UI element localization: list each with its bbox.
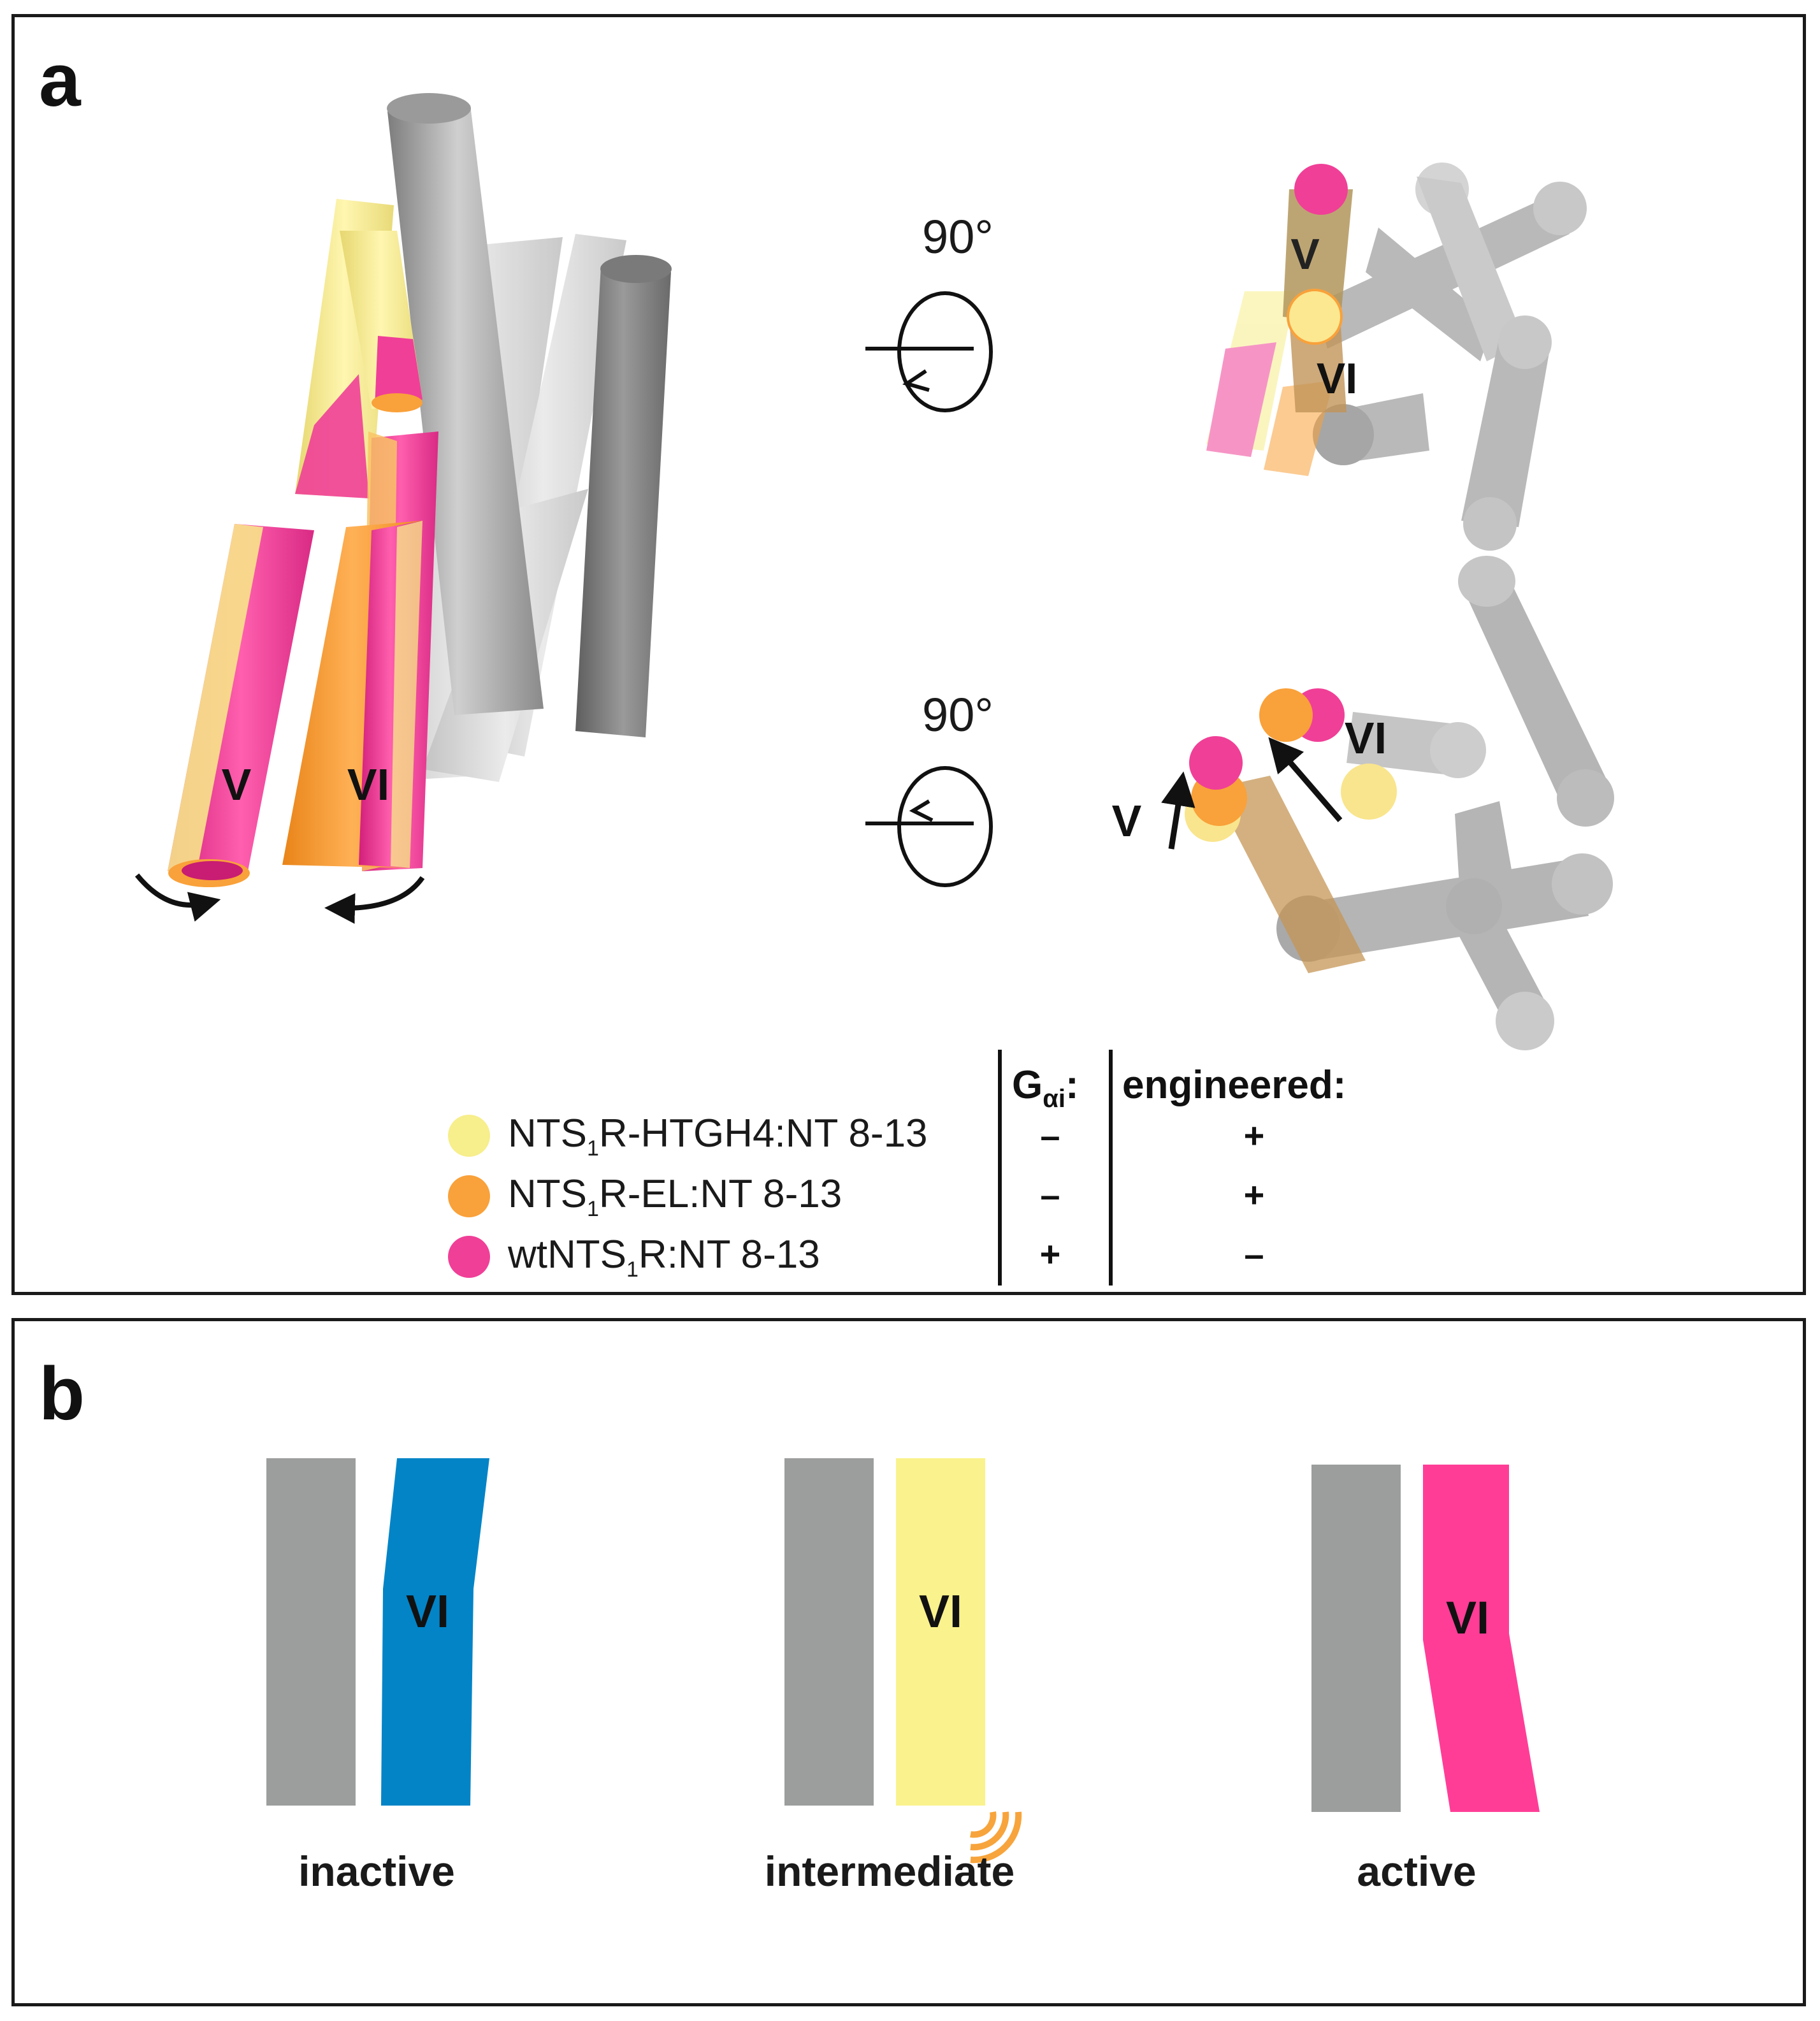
panel-a-figure: V VI 90° 90° bbox=[134, 93, 1614, 1050]
rotation-ellipse-top bbox=[897, 291, 993, 412]
top-helix-gray-4-bottom bbox=[1463, 497, 1517, 551]
top-helix-gray-4-cap bbox=[1498, 315, 1552, 369]
helix-gray-tall-cap bbox=[387, 93, 471, 124]
cell-gai-htgh4: – bbox=[1040, 1115, 1060, 1155]
side-label-v: V bbox=[222, 760, 252, 809]
top-helix-gray-1 bbox=[1315, 192, 1570, 349]
bottom-helix-gray-4-cap bbox=[1446, 878, 1502, 934]
panel-b: b VI VI VI inactive intermediate active bbox=[11, 1318, 1806, 2006]
inactive-vi-label: VI bbox=[406, 1586, 449, 1637]
legend-header-engineered: engineered: bbox=[1122, 1063, 1347, 1107]
helix-dark-right bbox=[575, 266, 671, 737]
rotation-symbol-top: 90° bbox=[865, 210, 993, 412]
state-inactive: VI bbox=[266, 1458, 489, 1806]
intermediate-gray-helix bbox=[784, 1458, 874, 1806]
bottom-helix-gray-2-cap bbox=[1552, 853, 1613, 915]
rotation-arrow-v bbox=[134, 873, 221, 922]
cell-gai-wt: + bbox=[1039, 1234, 1061, 1274]
bottom-helix-gray-5-cap bbox=[1430, 722, 1486, 778]
panel-a: a bbox=[11, 14, 1806, 1295]
state-intermediate: VI bbox=[784, 1458, 1022, 1864]
panel-a-label: a bbox=[39, 38, 81, 122]
rotation-ellipse-bottom bbox=[897, 766, 993, 887]
legend-row-el: NTS1R-EL:NT 8-13 bbox=[448, 1171, 842, 1222]
bottom-helix-gray-1-cap bbox=[1458, 556, 1515, 607]
legend-label-htgh4: NTS1R-HTGH4:NT 8-13 bbox=[508, 1111, 928, 1161]
helix-v-lower-yellow-edge bbox=[168, 524, 263, 874]
active-vi-label: VI bbox=[1446, 1593, 1489, 1644]
legend-dot-yellow bbox=[448, 1115, 490, 1157]
top-helix-gray-5-cap bbox=[1313, 404, 1374, 465]
top-helix-vi-cap bbox=[1287, 289, 1343, 345]
legend-label-el: NTS1R-EL:NT 8-13 bbox=[508, 1171, 842, 1221]
top-helix-v-cap bbox=[1294, 164, 1348, 215]
top-helix-gray-3 bbox=[1417, 177, 1525, 361]
state-active: VI bbox=[1311, 1465, 1540, 1812]
state-label-intermediate: intermediate bbox=[764, 1848, 1015, 1895]
bottom-label-v: V bbox=[1112, 796, 1142, 846]
legend-divider-1 bbox=[998, 1050, 1002, 1286]
cell-gai-el: – bbox=[1040, 1175, 1060, 1215]
bottom-label-vi: VI bbox=[1345, 713, 1387, 763]
side-view-helices: V VI bbox=[134, 93, 672, 924]
helix-dark-right-cap bbox=[600, 255, 672, 283]
helix-v-lower-cap-inner bbox=[182, 861, 243, 880]
rotation-label-top: 90° bbox=[922, 210, 993, 263]
state-label-inactive: inactive bbox=[298, 1848, 455, 1895]
top-helix-gray-4 bbox=[1461, 336, 1550, 527]
rotation-label-bottom: 90° bbox=[922, 688, 993, 741]
state-label-active: active bbox=[1357, 1848, 1477, 1895]
top-helix-ghost-pink bbox=[1206, 342, 1276, 457]
top-label-vi: VI bbox=[1317, 354, 1357, 403]
bottom-helix-gray-1 bbox=[1461, 572, 1608, 808]
side-label-vi: VI bbox=[347, 760, 389, 809]
bottom-helix-v-pink bbox=[1189, 736, 1243, 790]
bottom-helix-gray-2 bbox=[1302, 858, 1589, 960]
top-helix-gray-2 bbox=[1366, 228, 1493, 361]
legend-label-wt: wtNTS1R:NT 8-13 bbox=[508, 1232, 820, 1282]
legend-header-gai: Gαi: bbox=[1012, 1063, 1079, 1113]
top-label-v: V bbox=[1290, 230, 1319, 279]
bottom-arrow-vi bbox=[1268, 737, 1343, 822]
helix-gray-tall bbox=[387, 105, 544, 715]
rotation-arrow-vi bbox=[324, 876, 425, 924]
panel-b-figure: VI VI VI bbox=[266, 1458, 1540, 1864]
bottom-helix-vi-yellow bbox=[1341, 764, 1397, 820]
legend-dot-pink bbox=[448, 1236, 490, 1278]
bottom-helix-gray-3-cap bbox=[1496, 992, 1554, 1050]
top-helix-v-body bbox=[1283, 189, 1353, 323]
helix-vi-upper-cap bbox=[372, 393, 422, 412]
helix-vi-upper-pink-patch bbox=[375, 336, 422, 407]
panel-b-label: b bbox=[39, 1352, 85, 1436]
inactive-vi-helix bbox=[381, 1458, 489, 1806]
rotation-symbol-bottom: 90° bbox=[865, 688, 993, 887]
intermediate-signal-icon bbox=[970, 1811, 1022, 1864]
helix-vi-lower-yellow-edge bbox=[391, 521, 422, 868]
active-vi-helix bbox=[1423, 1465, 1540, 1812]
cell-eng-el: + bbox=[1243, 1175, 1265, 1215]
cell-eng-wt: – bbox=[1244, 1234, 1264, 1274]
bottom-helix-v-body bbox=[1213, 776, 1366, 973]
bottom-helix-gray-1-end bbox=[1557, 769, 1614, 827]
legend-divider-2 bbox=[1109, 1050, 1113, 1286]
inactive-gray-helix bbox=[266, 1458, 356, 1806]
rotation-arrow-top bbox=[902, 369, 930, 392]
bottom-view-helices: VI V bbox=[1112, 556, 1614, 1050]
cell-eng-htgh4: + bbox=[1243, 1115, 1265, 1155]
legend-row-wt: wtNTS1R:NT 8-13 bbox=[448, 1231, 820, 1282]
intermediate-vi-label: VI bbox=[919, 1586, 962, 1637]
active-gray-helix bbox=[1311, 1465, 1401, 1812]
helix-v-upper-pink-patch bbox=[295, 374, 369, 498]
top-view-helices: V VI bbox=[1206, 163, 1587, 551]
intermediate-vi-helix bbox=[896, 1458, 985, 1806]
legend-dot-orange bbox=[448, 1175, 490, 1217]
legend-row-htgh4: NTS1R-HTGH4:NT 8-13 bbox=[448, 1110, 928, 1161]
rotation-arrow-bottom bbox=[909, 799, 934, 822]
bottom-helix-vi-orange bbox=[1259, 688, 1313, 742]
top-helix-gray-1-cap bbox=[1533, 182, 1587, 235]
bottom-arrow-v bbox=[1161, 771, 1195, 850]
